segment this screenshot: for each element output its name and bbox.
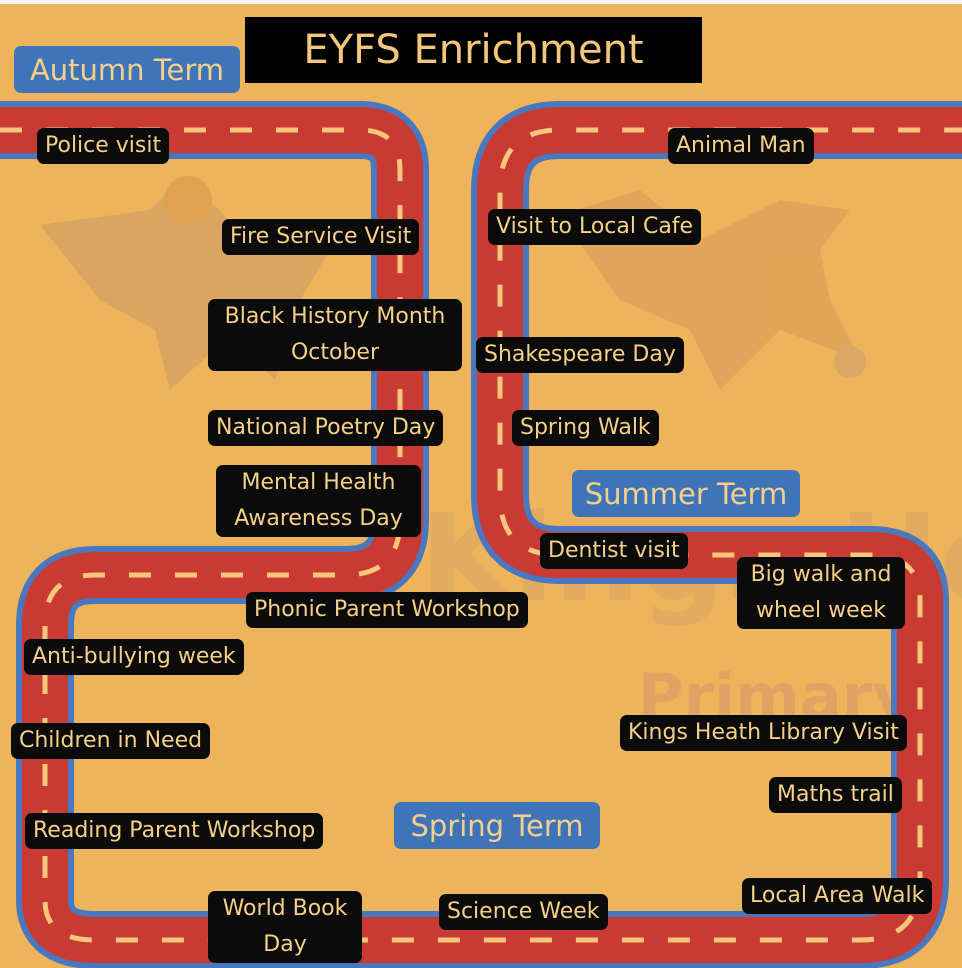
event-animal-man: Animal Man <box>668 128 814 164</box>
event-maths-trail: Maths trail <box>769 777 902 813</box>
event-world-book-day: World Book Day <box>208 891 362 963</box>
event-visit-local-cafe: Visit to Local Cafe <box>488 209 702 245</box>
event-spring-walk: Spring Walk <box>512 410 659 446</box>
term-summer: Summer Term <box>572 470 800 517</box>
term-autumn: Autumn Term <box>14 46 240 93</box>
event-children-in-need: Children in Need <box>11 723 211 759</box>
watermark-ball-right <box>834 346 866 378</box>
page-title: EYFS Enrichment <box>245 17 702 83</box>
event-mental-health-line1: Mental Health <box>241 470 396 495</box>
event-phonic-parent-workshop: Phonic Parent Workshop <box>246 592 528 628</box>
event-police-visit: Police visit <box>37 128 170 164</box>
event-dentist-visit: Dentist visit <box>540 533 688 569</box>
term-spring: Spring Term <box>394 802 600 849</box>
event-local-area-walk: Local Area Walk <box>742 878 933 914</box>
event-big-walk-line1: Big walk and <box>750 562 892 587</box>
event-mental-health-line2: Awareness Day <box>234 506 403 531</box>
event-world-book-line2: Day <box>263 932 307 957</box>
event-mental-health-awareness-day: Mental Health Awareness Day <box>216 465 421 537</box>
event-world-book-line1: World Book <box>222 896 348 921</box>
watermark-head-left <box>164 176 212 224</box>
event-library-visit: Kings Heath Library Visit <box>620 715 907 751</box>
event-shakespeare-day: Shakespeare Day <box>476 337 684 373</box>
event-fire-service-visit: Fire Service Visit <box>222 219 420 255</box>
event-anti-bullying-week: Anti-bullying week <box>24 639 244 675</box>
road-autumn-spring <box>0 101 962 968</box>
top-strip <box>0 0 962 4</box>
event-big-walk-line2: wheel week <box>756 598 886 623</box>
event-black-history-line1: Black History Month <box>224 304 446 329</box>
event-black-history-month: Black History Month October <box>208 299 462 371</box>
event-national-poetry-day: National Poetry Day <box>208 410 444 446</box>
event-reading-parent-workshop: Reading Parent Workshop <box>25 813 324 849</box>
event-black-history-line2: October <box>290 340 380 365</box>
event-science-week: Science Week <box>439 894 608 930</box>
event-big-walk-wheel-week: Big walk and wheel week <box>737 557 905 629</box>
